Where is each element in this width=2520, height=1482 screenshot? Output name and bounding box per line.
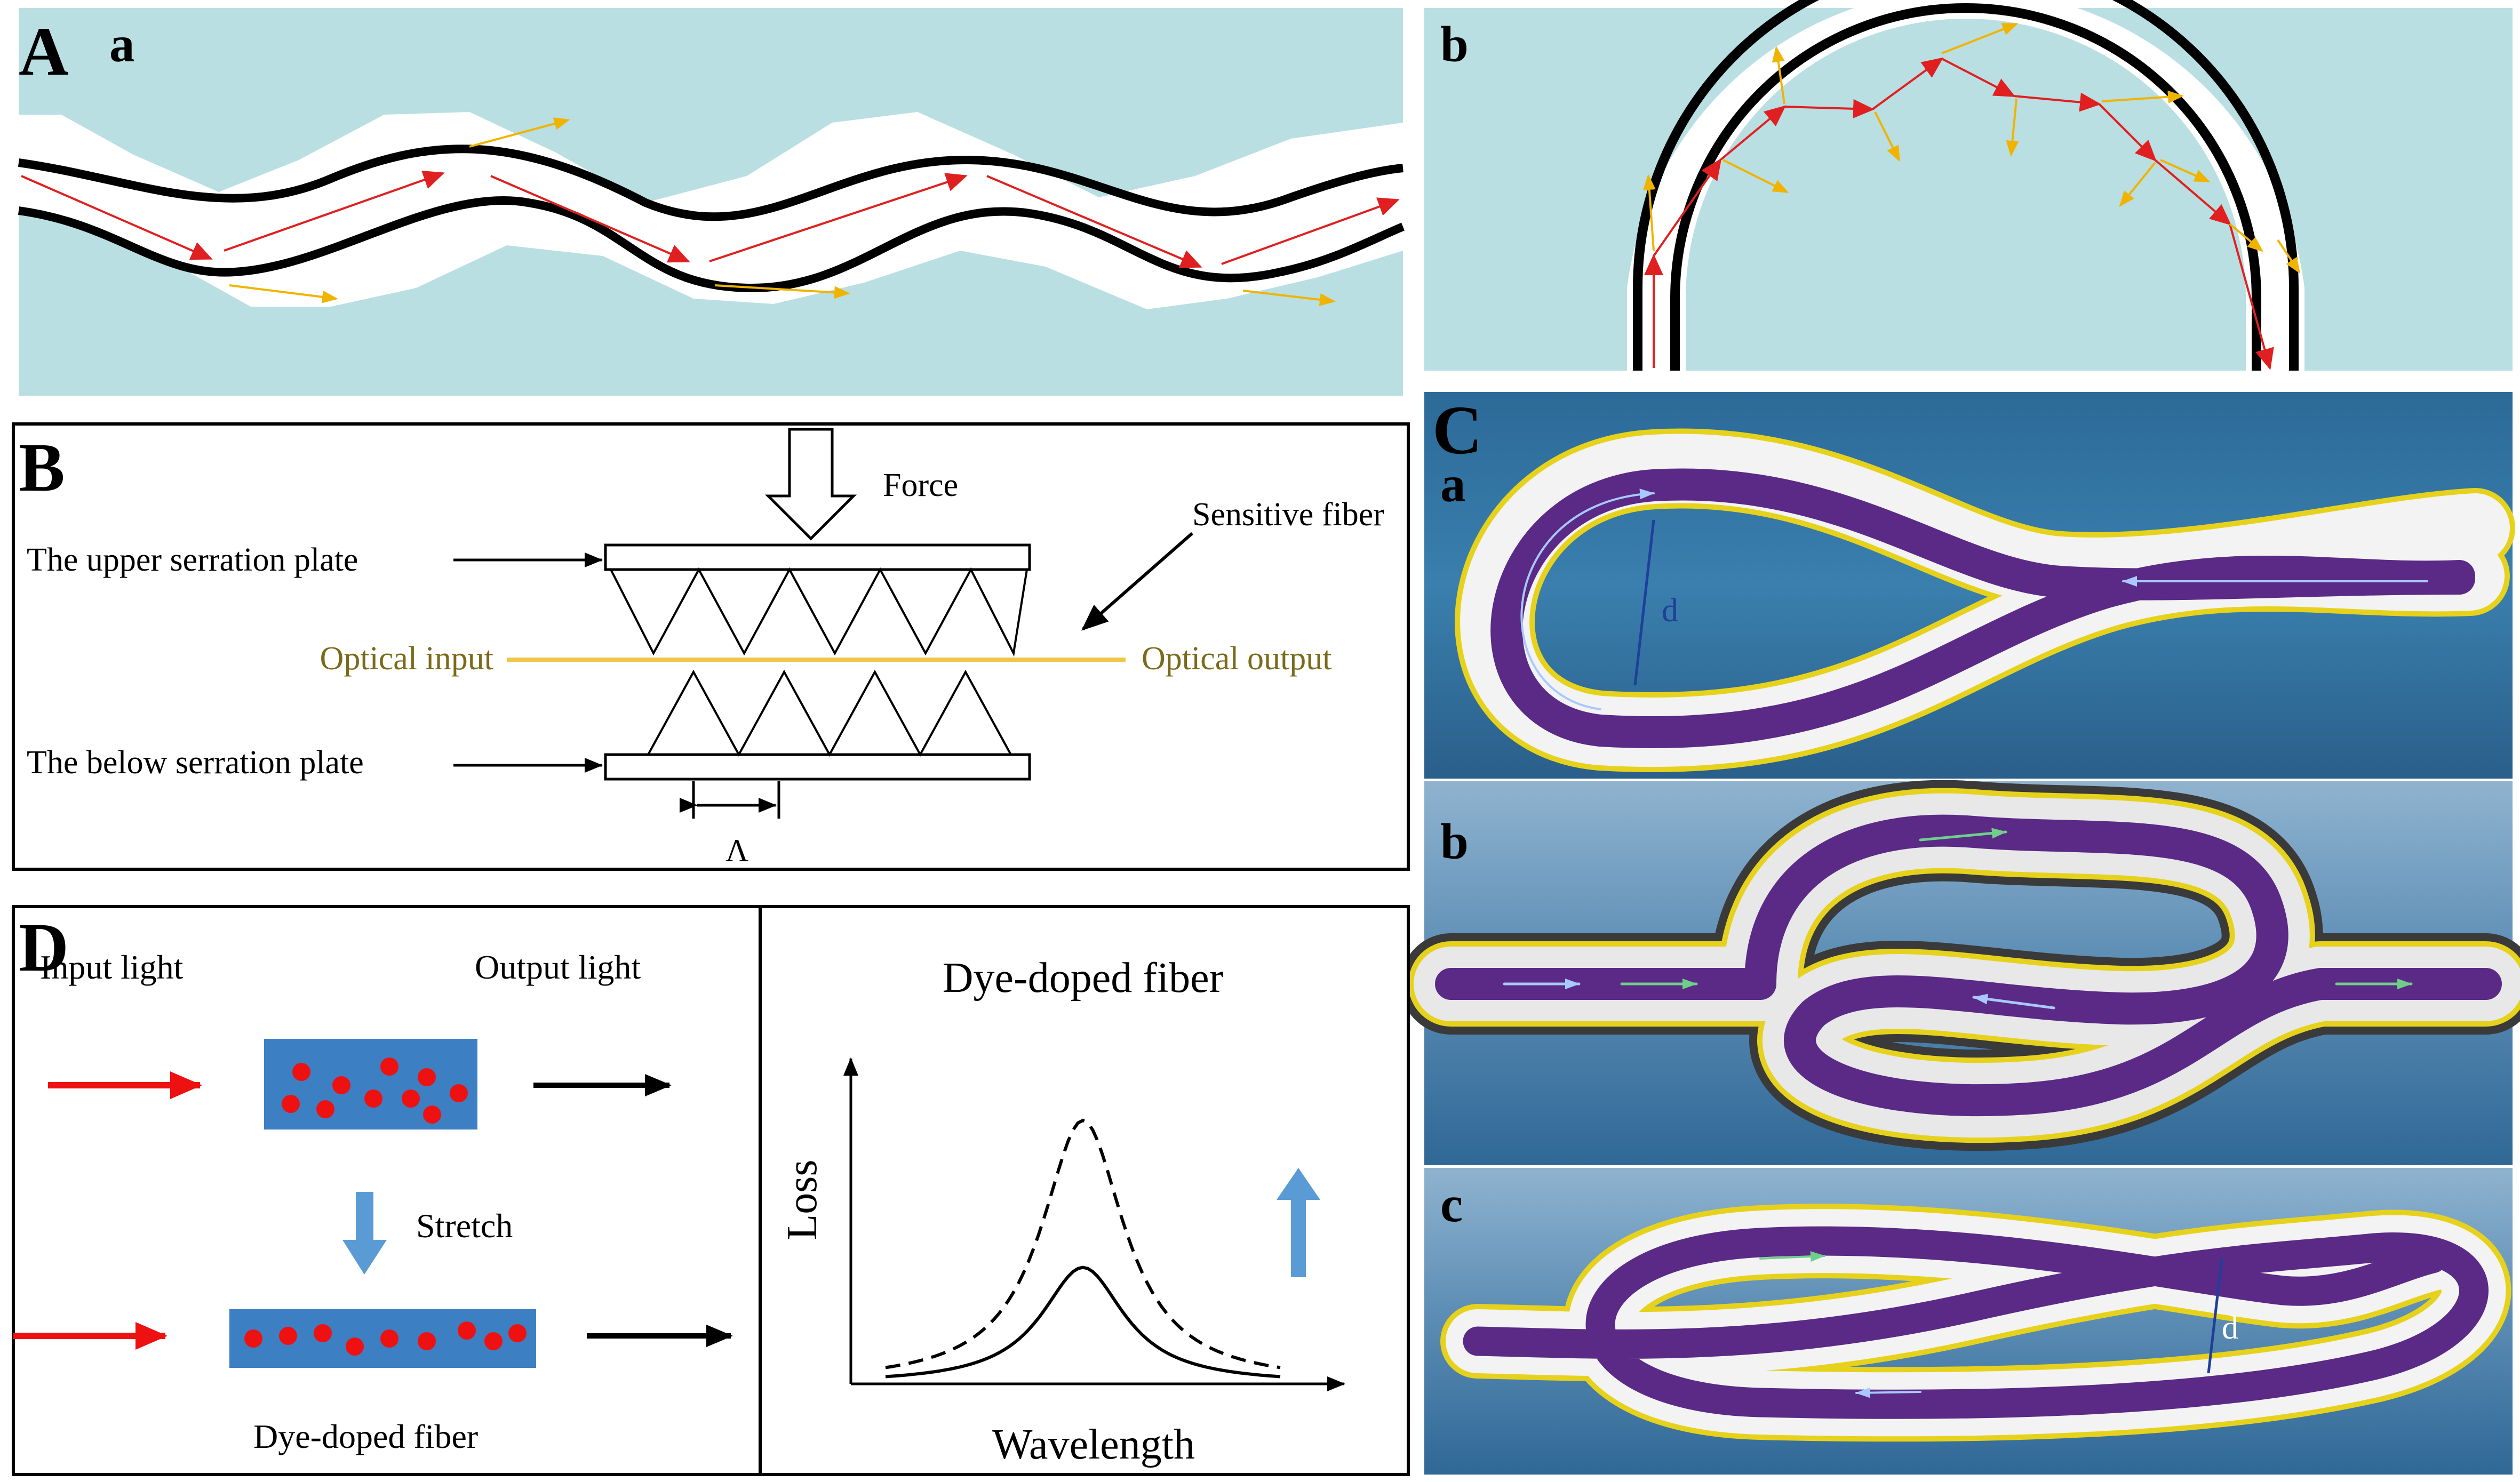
knot-a-d-label: d <box>1662 592 1678 629</box>
optical-output-label: Optical output <box>1142 640 1331 677</box>
optical-input-label: Optical input <box>320 640 493 677</box>
panel-b-microbend <box>12 422 1410 871</box>
panel-label-D: D <box>19 909 69 986</box>
force-label: Force <box>883 467 958 503</box>
leaky-rays <box>1642 23 2301 274</box>
series-solid <box>885 1265 1281 1379</box>
upper-serration-plate <box>604 543 1031 571</box>
lower-plate-label: The below serration plate <box>27 744 364 781</box>
sensitive-fiber-pointer <box>1081 532 1193 631</box>
dye-dots-stretched <box>244 1321 527 1356</box>
output-light-label: Output light <box>475 948 641 986</box>
bent-core-outer <box>1633 0 2299 371</box>
chart-title: Dye-doped fiber <box>943 955 1223 1002</box>
guided-rays <box>1644 57 2274 370</box>
chart-ylabel: Loss <box>779 1159 826 1240</box>
panel-label-C-b: b <box>1440 813 1469 870</box>
knot-a-loop <box>1455 428 2515 772</box>
input-light-label: Input light <box>40 948 184 986</box>
panel-b-frame <box>12 422 1410 871</box>
knot-c-d-marker <box>2207 1258 2223 1374</box>
upper-plate-label: The upper serration plate <box>27 542 358 578</box>
stretch-label: Stretch <box>416 1207 513 1245</box>
lower-serration-plate <box>604 753 1031 781</box>
fiber-bottom-label: Dye-doped fiber <box>253 1417 478 1455</box>
period-label: Λ <box>725 833 749 868</box>
chart-xlabel: Wavelength <box>992 1421 1195 1468</box>
panel-label-B: B <box>19 429 65 506</box>
panel-label-C: C <box>1432 392 1482 469</box>
fiber-block-unstretched <box>264 1039 477 1129</box>
dye-dots-unstretched <box>282 1058 468 1124</box>
panel-label-A-a: a <box>109 16 135 73</box>
panel-d-left-frame <box>12 905 762 1476</box>
panel-a-wavy-fiber <box>18 8 1405 396</box>
loss-chart <box>843 1058 1345 1391</box>
panel-label-C-a: a <box>1440 456 1466 512</box>
fiber-core-upper <box>18 145 1403 221</box>
panel-a-bent-fiber <box>1424 0 2513 371</box>
panel-d-dye-doped <box>12 905 1410 1476</box>
lower-teeth <box>647 669 1012 757</box>
knot-c-loop <box>1440 1204 2511 1442</box>
leaky-rays <box>229 117 1336 306</box>
guided-rays <box>21 171 1400 268</box>
stretch-arrow <box>342 1192 387 1275</box>
panel-label-A-b: b <box>1440 16 1469 73</box>
force-arrow <box>764 428 857 541</box>
cladding-background <box>1424 8 2513 371</box>
knot-a-d-marker <box>1633 519 1655 686</box>
upper-teeth <box>610 567 1028 657</box>
sensitive-fiber-label: Sensitive fiber <box>1192 496 1384 533</box>
increase-up-arrow <box>1277 1168 1320 1277</box>
panel-label-A: A <box>19 13 69 90</box>
series-dashed <box>885 1118 1281 1369</box>
panel-c-knots <box>1400 392 2520 1475</box>
knot-c-d-label: d <box>2222 1310 2238 1346</box>
panel-label-C-c: c <box>1440 1176 1463 1232</box>
knot-b-knot <box>1400 780 2520 1151</box>
